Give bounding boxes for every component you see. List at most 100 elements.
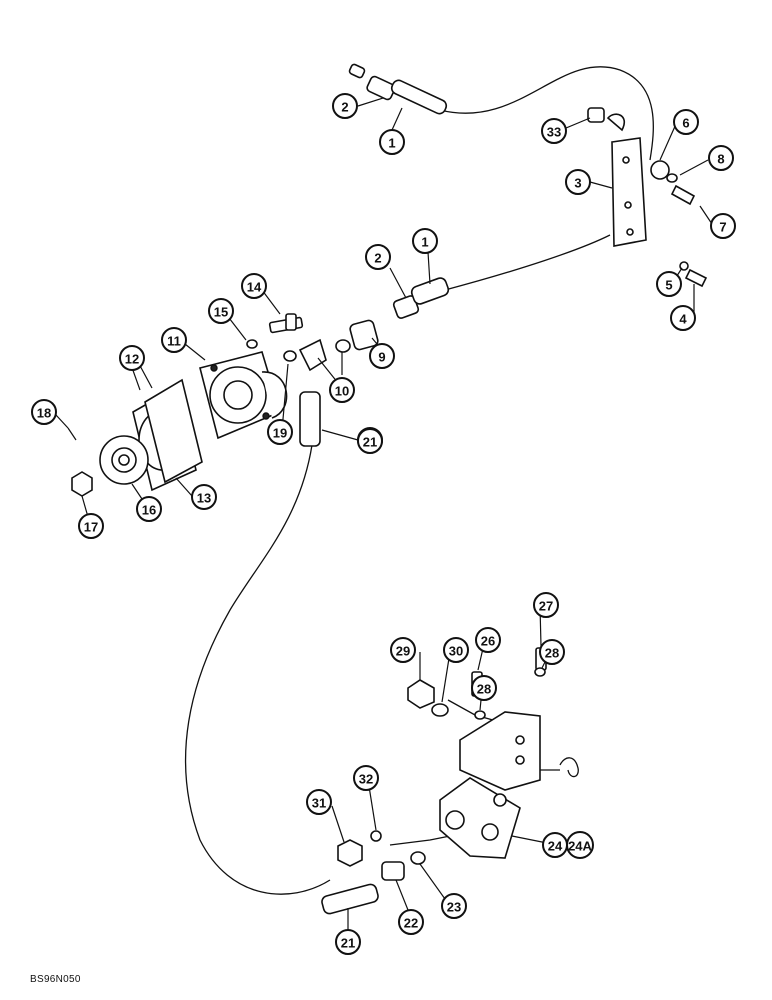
callout-30: 30: [443, 637, 469, 663]
callout-3: 3: [565, 169, 591, 195]
callout-circle: [533, 592, 559, 618]
callout-circle: [241, 273, 267, 299]
callout-29: 29: [390, 637, 416, 663]
callout-13: 13: [191, 484, 217, 510]
callout-circle: [191, 484, 217, 510]
callout-32: 32: [353, 765, 379, 791]
callout-number: 24A: [568, 839, 592, 854]
callout-circle: [475, 627, 501, 653]
nut-and-pin: [67, 427, 93, 497]
callout-circle: [161, 327, 187, 353]
callout-number: 27: [539, 599, 553, 614]
callout-circle: [539, 639, 565, 665]
callout-33: 33: [541, 118, 567, 144]
callout-circle: [306, 789, 332, 815]
callout-24A: 24A: [566, 831, 594, 859]
callout-number: 1: [388, 136, 395, 151]
callout-number: 22: [404, 916, 418, 931]
callout-number: 7: [719, 220, 726, 235]
callout-circle: [208, 298, 234, 324]
callout-circle: [31, 399, 57, 425]
callout-24: 24: [542, 832, 568, 858]
callout-26: 26: [475, 627, 501, 653]
bracket-assembly: [587, 107, 708, 288]
callout-circle: [332, 93, 358, 119]
pump-bolt: [246, 313, 304, 349]
callout-circle: [673, 109, 699, 135]
valve-bracket: [407, 647, 579, 791]
callout-circle: [365, 244, 391, 270]
drive-gear: [99, 435, 149, 485]
callout-number: 5: [665, 278, 672, 293]
callout-number: 14: [247, 280, 262, 295]
callout-number: 12: [125, 352, 139, 367]
callout-circle: [398, 909, 424, 935]
callout-circle: [708, 145, 734, 171]
callout-number: 16: [142, 503, 156, 518]
callout-circle: [379, 129, 405, 155]
callout-circle: [412, 228, 438, 254]
callout-number: 28: [545, 646, 559, 661]
callout-number: 23: [447, 900, 461, 915]
callout-circle: [656, 271, 682, 297]
callout-17: 17: [78, 513, 104, 539]
callout-1: 1: [379, 129, 405, 155]
callout-circle: [353, 765, 379, 791]
callout-circle: [670, 305, 696, 331]
valve-fittings: [321, 830, 426, 915]
callout-number: 13: [197, 491, 211, 506]
callout-circle: [329, 377, 355, 403]
gaskets-flange: [132, 378, 203, 492]
callout-circle: [267, 419, 293, 445]
callout-circle: [443, 637, 469, 663]
callout-circle: [369, 343, 395, 369]
callout-21: 21: [357, 428, 383, 454]
callout-circle: [566, 831, 594, 859]
callout-12: 12: [119, 345, 145, 371]
callout-bubbles: 2133683721541415111291019182021131617272…: [31, 93, 736, 955]
callout-number: 1: [421, 235, 428, 250]
drawing-code: BS96N050: [30, 974, 81, 985]
callout-number: 18: [37, 406, 51, 421]
callout-23: 23: [441, 893, 467, 919]
callout-number: 10: [335, 384, 349, 399]
callout-circle: [565, 169, 591, 195]
callout-1: 1: [412, 228, 438, 254]
callout-22: 22: [398, 909, 424, 935]
callout-15: 15: [208, 298, 234, 324]
callout-number: 19: [273, 426, 287, 441]
callout-14: 14: [241, 273, 267, 299]
callout-27: 27: [533, 592, 559, 618]
callout-number: 26: [481, 634, 495, 649]
callout-number: 8: [717, 152, 724, 167]
pump-body: [199, 351, 288, 440]
callout-number: 2: [341, 100, 348, 115]
callout-circle: [119, 345, 145, 371]
callout-4: 4: [670, 305, 696, 331]
callout-circle: [471, 675, 497, 701]
callout-number: 2: [374, 251, 381, 266]
callout-10: 10: [329, 377, 355, 403]
callout-number: 28: [477, 682, 491, 697]
callout-number: 3: [574, 176, 581, 191]
callout-number: 31: [312, 796, 326, 811]
callout-19: 19: [267, 419, 293, 445]
callout-number: 9: [378, 350, 385, 365]
callout-circle: [390, 637, 416, 663]
callout-28: 28: [539, 639, 565, 665]
callout-8: 8: [708, 145, 734, 171]
callout-number: 15: [214, 305, 228, 320]
callout-5: 5: [656, 271, 682, 297]
callout-28: 28: [471, 675, 497, 701]
callout-2: 2: [365, 244, 391, 270]
callout-9: 9: [369, 343, 395, 369]
callout-circle: [136, 496, 162, 522]
callout-6: 6: [673, 109, 699, 135]
callout-18: 18: [31, 399, 57, 425]
callout-circle: [541, 118, 567, 144]
callout-number: 11: [167, 334, 181, 349]
middle-tube-fittings: [283, 277, 450, 372]
callout-number: 4: [679, 312, 687, 327]
